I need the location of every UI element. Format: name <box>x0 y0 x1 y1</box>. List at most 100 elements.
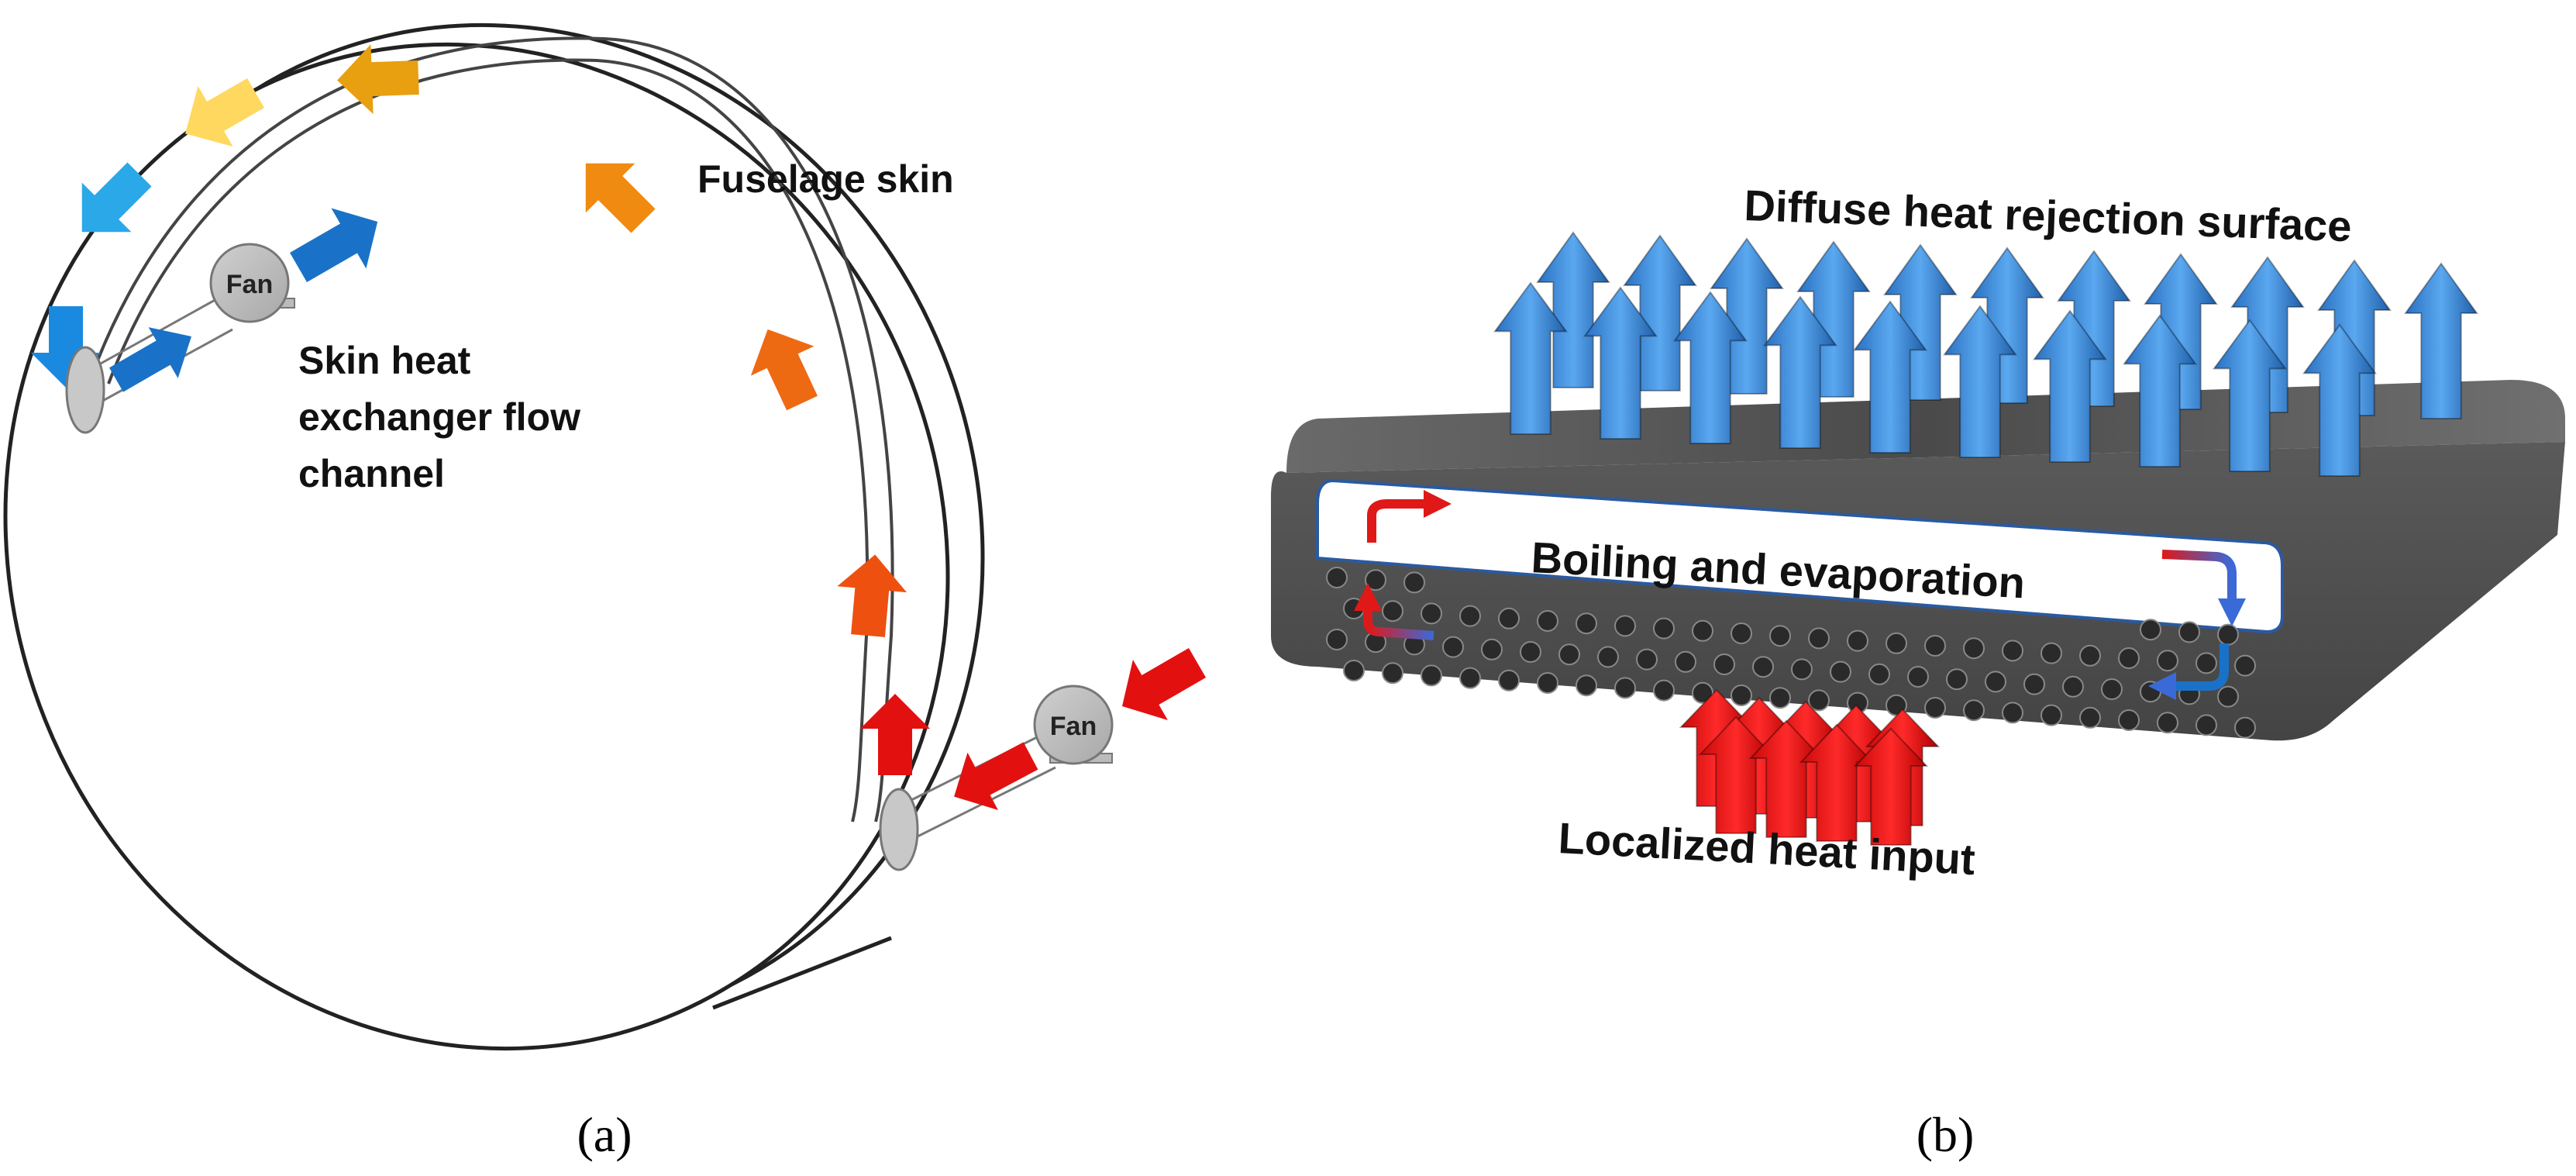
fan-bottom-label: Fan <box>1050 712 1097 741</box>
heat-rejection-arrow <box>2404 262 2478 419</box>
wick-dot <box>1558 643 1580 666</box>
wick-dot <box>2118 709 2140 731</box>
wick-dot <box>1421 602 1442 625</box>
heat-input-arrows <box>1679 688 1941 846</box>
wick-dot <box>1382 600 1403 622</box>
heat-rejection-arrow <box>1623 234 1697 391</box>
heat-rejection-arrow <box>1493 281 1568 435</box>
wick-dot <box>1791 658 1813 681</box>
fan-top-label: Fan <box>226 270 273 299</box>
wick-dot <box>1946 668 1968 691</box>
wick-dot <box>1421 664 1442 687</box>
fan-top: Fan <box>209 243 295 323</box>
flow-arrow-orange-red <box>837 554 907 637</box>
wick-dot <box>1537 672 1558 694</box>
panel-a: Fan Fan Fuselage skin Skin h <box>3 22 1206 1162</box>
wick-dot <box>1459 605 1481 627</box>
wick-dot <box>1847 629 1868 652</box>
wick-dot <box>1653 679 1675 702</box>
wick-dot <box>1442 636 1464 658</box>
wick-dot <box>1614 677 1636 699</box>
wick-dot <box>1830 660 1851 683</box>
circulation-arrow-bottom-left <box>1354 583 1434 640</box>
wick-dot <box>1907 666 1929 688</box>
wick-dot <box>2157 712 2178 734</box>
wick-dot <box>2040 704 2062 726</box>
wick-dot <box>1985 671 2006 693</box>
intake-arrow-bottom <box>1122 647 1206 720</box>
wick-dot <box>1403 571 1425 594</box>
wick-dot <box>1326 629 1348 650</box>
heat-input-arrow <box>1799 723 1875 842</box>
channel-label-line-1: Skin heat <box>298 339 471 382</box>
flow-arrow-orange-1 <box>750 329 818 411</box>
panel-b: Diffuse heat rejection surface Boiling a… <box>1271 181 2565 1162</box>
heat-rejection-arrow <box>1536 231 1610 388</box>
wick-dot <box>2002 702 2023 724</box>
wick-dot <box>2118 647 2140 669</box>
channel-label-line-2: exchanger flow <box>298 395 580 439</box>
fan-bottom: Fan <box>1033 685 1114 765</box>
wick-dot <box>2079 706 2101 729</box>
wick-dot <box>1675 650 1696 673</box>
wick-dot <box>2178 621 2200 643</box>
wick-dot <box>2079 644 2101 667</box>
wick-dot <box>1481 638 1503 660</box>
wick-dot <box>1769 687 1791 709</box>
exhaust-arrow-top <box>290 208 378 283</box>
circulation-arrows <box>1354 490 2246 700</box>
wick-dot <box>1537 610 1558 632</box>
heat-rejection-arrow <box>1583 286 1658 440</box>
duct-arrow-top <box>109 327 191 392</box>
wick-dot <box>2002 640 2023 662</box>
caption-a: (a) <box>577 1107 632 1162</box>
heat-rejection-arrow <box>2213 319 2287 472</box>
caption-b: (b) <box>1917 1107 1975 1162</box>
wick-dot <box>1365 569 1386 591</box>
duct-inlet-bottom <box>879 788 919 871</box>
flow-arrow-amber <box>337 44 419 115</box>
wick-dot <box>1343 660 1365 681</box>
wick-dot <box>1808 689 1830 712</box>
heat-rejection-arrows <box>1493 231 2478 477</box>
wick-dot <box>1326 567 1348 588</box>
heat-rejection-arrow <box>1853 300 1927 454</box>
wick-dot <box>2195 714 2217 736</box>
fuselage-disc <box>3 22 985 1051</box>
wick-dot <box>1868 663 1890 685</box>
wick-dot <box>1963 699 1985 722</box>
flow-arrow-orange-2 <box>585 163 656 233</box>
top-fan-assembly: Fan <box>65 208 378 434</box>
flow-arrow-light-blue <box>81 162 152 233</box>
wick-dot <box>1963 637 1985 660</box>
wick-dot <box>2217 623 2239 646</box>
channel-label-line-3: channel <box>298 452 445 495</box>
wick-dot <box>1576 612 1597 635</box>
wick-dot <box>1692 619 1713 642</box>
circulation-arrow-top-left <box>1367 490 1452 543</box>
heat-input-arrow <box>1853 727 1929 846</box>
heat-rejection-arrow <box>2033 309 2107 463</box>
wick-dot <box>1576 674 1597 697</box>
wick-dot <box>2234 716 2256 739</box>
wick-dot <box>1924 635 1946 657</box>
wick-dot <box>1520 641 1541 663</box>
wick-dots <box>1326 567 2256 739</box>
wick-dot <box>1808 627 1830 650</box>
heat-rejection-arrow <box>2302 323 2377 477</box>
wick-dot <box>2101 678 2123 700</box>
fuselage-skin-label: Fuselage skin <box>697 157 954 201</box>
wick-dot <box>1692 681 1713 704</box>
bottom-fan-assembly: Fan <box>879 647 1206 871</box>
wick-dot <box>1636 648 1658 671</box>
wick-dot <box>2140 681 2161 703</box>
wick-dot <box>1498 607 1520 629</box>
wick-dot <box>1924 697 1946 719</box>
diffuse-surface-label: Diffuse heat rejection surface <box>1744 181 2353 250</box>
wick-dot <box>1713 654 1735 675</box>
wick-dot <box>1614 615 1636 637</box>
flow-arrow-yellow <box>185 78 264 147</box>
wick-dot <box>1731 685 1752 706</box>
heat-rejection-arrow <box>1763 295 1837 449</box>
wick-dot <box>2040 642 2062 664</box>
